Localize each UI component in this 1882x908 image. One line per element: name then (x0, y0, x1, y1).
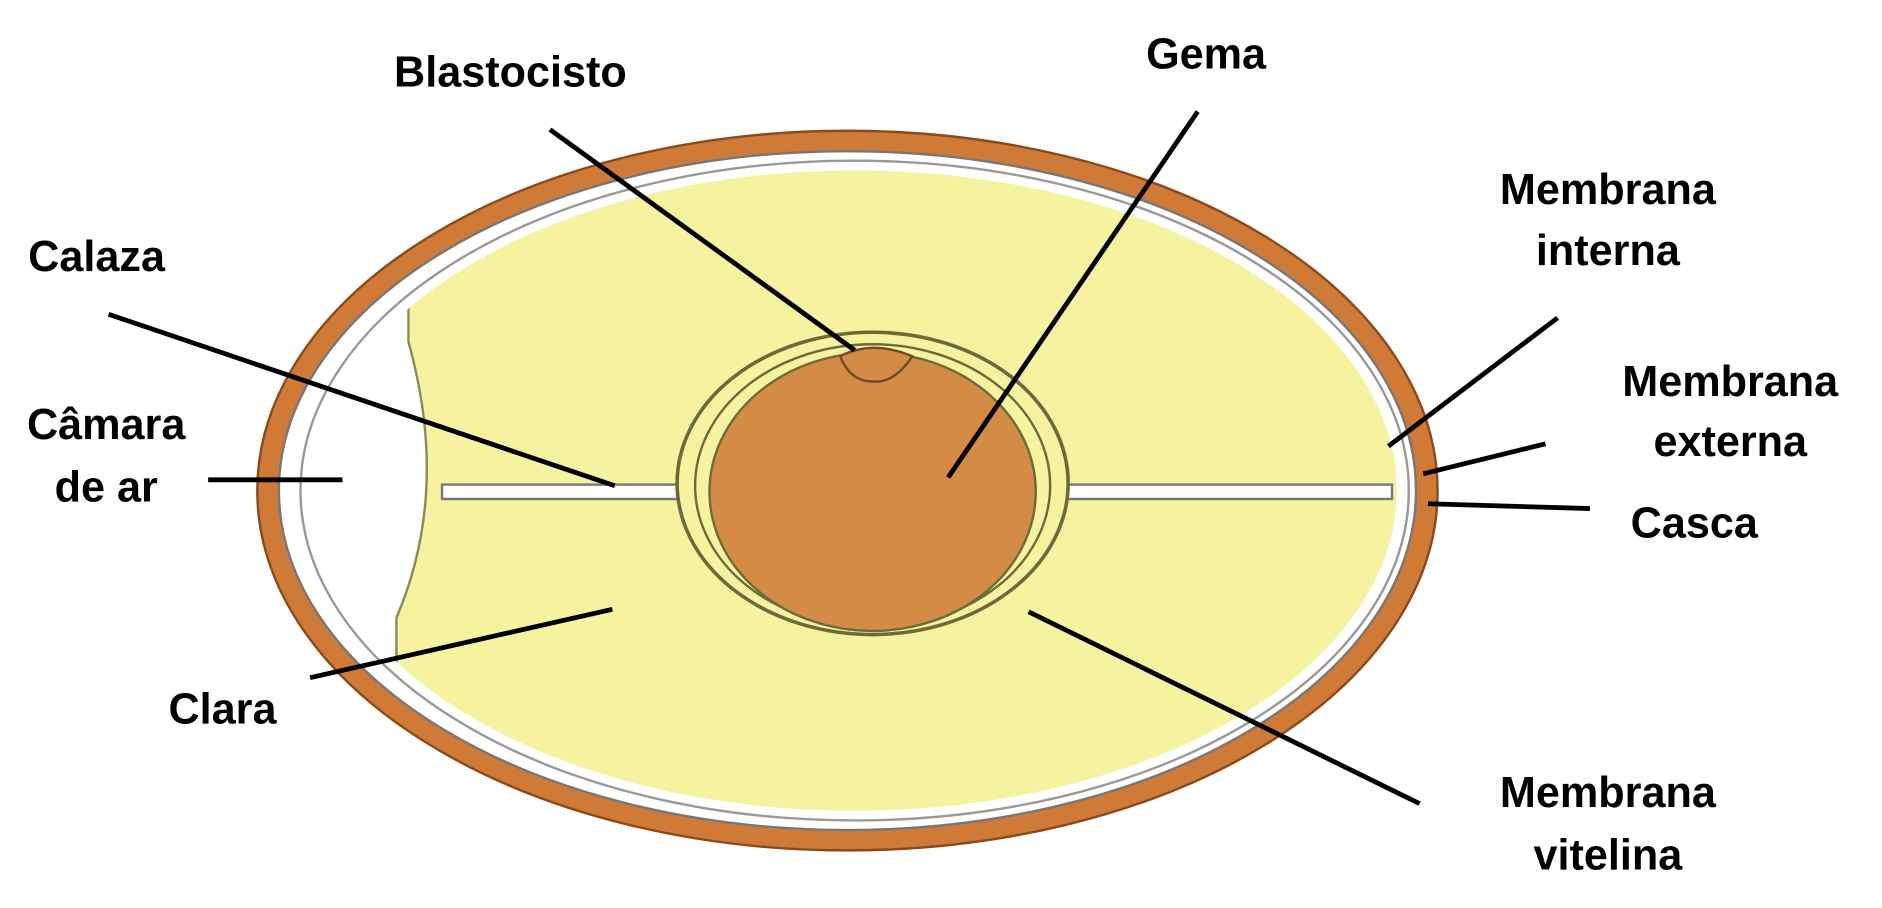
label-calaza: Calaza (28, 233, 166, 281)
label-membrana-vitelina-1: Membrana (1500, 769, 1717, 817)
leader-casca (1427, 501, 1590, 511)
label-clara: Clara (169, 685, 278, 733)
label-membrana-externa-1: Membrana (1622, 358, 1839, 406)
leader-membrana-externa (1422, 441, 1547, 477)
blastoderm (838, 346, 915, 383)
label-casca: Casca (1631, 499, 1759, 547)
chalaza-left (440, 483, 684, 501)
label-membrana-interna-2: interna (1536, 227, 1681, 275)
yolk (708, 351, 1037, 633)
leader-gema (946, 110, 1200, 479)
leader-membrana-interna (1386, 315, 1559, 449)
label-membrana-vitelina-2: vitelina (1534, 832, 1684, 880)
leader-calaza (107, 311, 616, 489)
chalaza-right (1060, 483, 1394, 501)
leader-clara (309, 606, 613, 681)
label-membrana-interna-1: Membrana (1500, 166, 1717, 214)
label-membrana-externa-2: externa (1653, 418, 1808, 466)
label-gema: Gema (1146, 30, 1267, 78)
label-camara-1: Câmara (27, 401, 186, 449)
leader-membrana-vitelina (1027, 609, 1421, 806)
label-blastocisto: Blastocisto (394, 48, 627, 96)
leader-blastocisto (548, 127, 857, 353)
label-camara-2: de ar (55, 463, 158, 511)
